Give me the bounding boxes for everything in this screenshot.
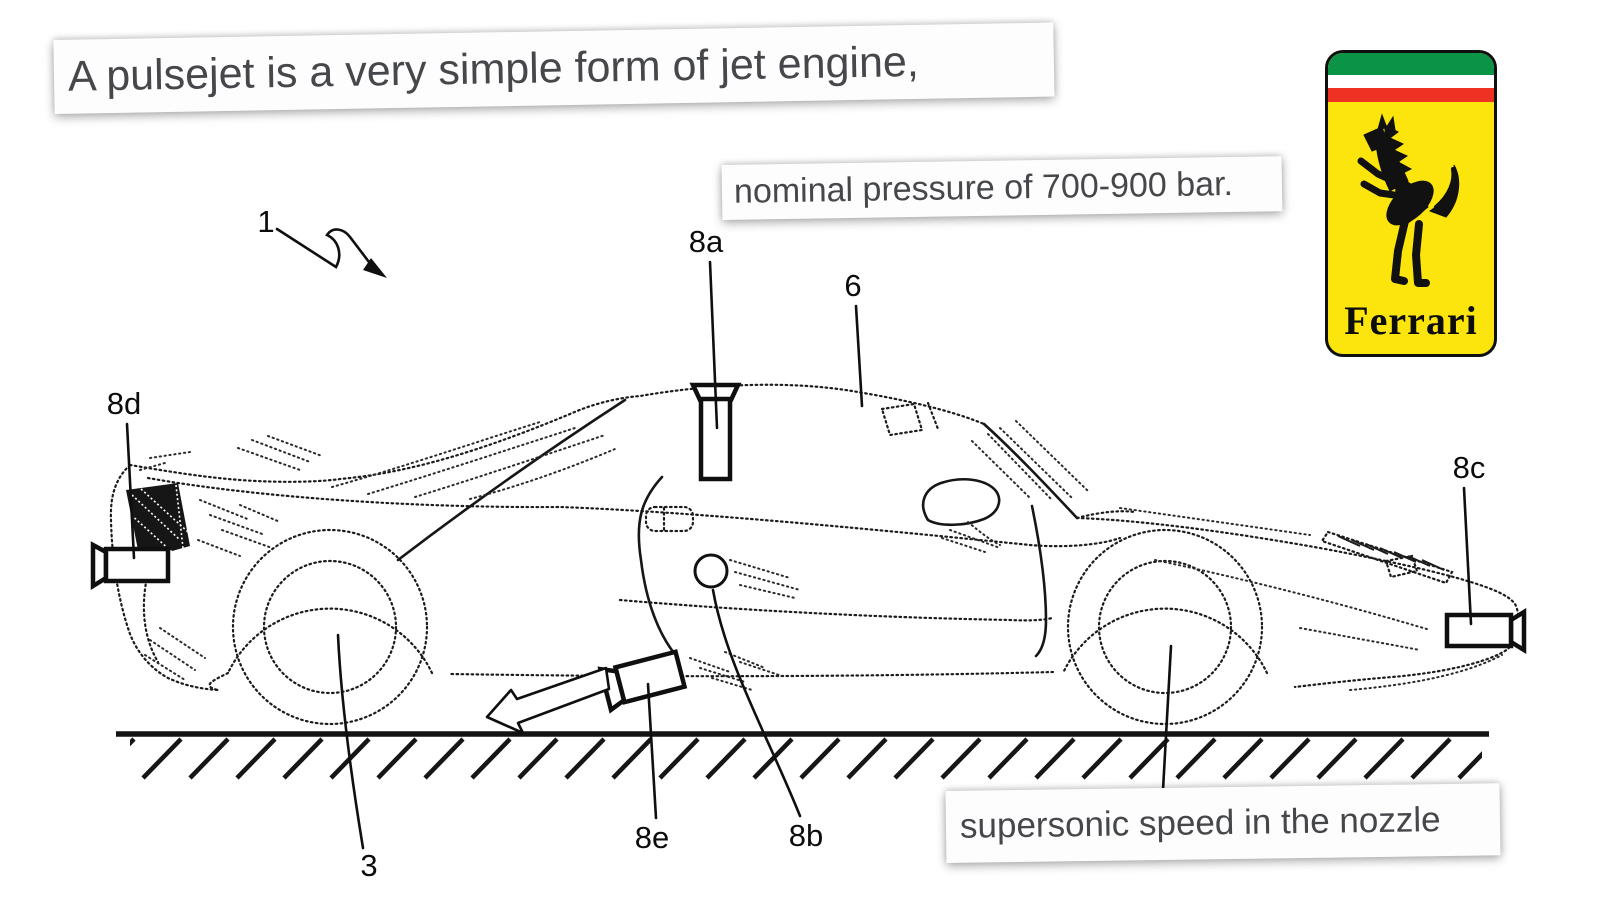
rear-thruster-8d [90, 541, 171, 591]
italian-stripe-white [1328, 75, 1494, 88]
engine-deck-louvres [331, 398, 627, 562]
nose-details [1119, 507, 1503, 691]
front-thruster-8c [1444, 607, 1527, 655]
ref-label-8a: 8a [689, 224, 724, 259]
ferrari-wordmark: Ferrari [1344, 298, 1478, 343]
thrust-direction-arrow [485, 666, 611, 735]
ref-label-3: 3 [360, 848, 377, 883]
rear-wheel [231, 528, 429, 726]
caption-supersonic-text: supersonic speed in the nozzle [959, 800, 1441, 846]
door-handle [644, 505, 695, 533]
leader-lines [125, 227, 1473, 850]
italian-stripe-red [1328, 88, 1494, 102]
side-mirror [921, 477, 1001, 553]
underbody-thruster-8e [597, 649, 688, 714]
ref-label-8d: 8d [107, 386, 141, 421]
caption-pulsejet-text: A pulsejet is a very simple form of jet … [67, 37, 920, 101]
car-body-outline [109, 383, 1520, 692]
ref-label-8c: 8c [1453, 450, 1486, 485]
ref-label-8b: 8b [789, 818, 823, 853]
tail-details [126, 435, 323, 681]
caption-supersonic: supersonic speed in the nozzle [945, 783, 1501, 863]
door [637, 475, 1048, 691]
ground [116, 731, 1489, 781]
ref-label-1: 1 [257, 204, 274, 239]
glasshouse [880, 401, 1137, 520]
italian-stripe-green [1328, 53, 1494, 75]
ferrari-logo: Ferrari [1325, 50, 1497, 357]
side-port-8b [693, 553, 729, 589]
caption-pressure-text: nominal pressure of 700-900 bar. [733, 164, 1234, 211]
arrowhead [363, 258, 387, 278]
ref-label-8e: 8e [635, 820, 669, 855]
front-wheel [1066, 528, 1264, 726]
caption-pressure: nominal pressure of 700-900 bar. [721, 156, 1283, 220]
ref-label-6: 6 [844, 268, 861, 303]
prancing-horse-icon [1357, 113, 1460, 287]
